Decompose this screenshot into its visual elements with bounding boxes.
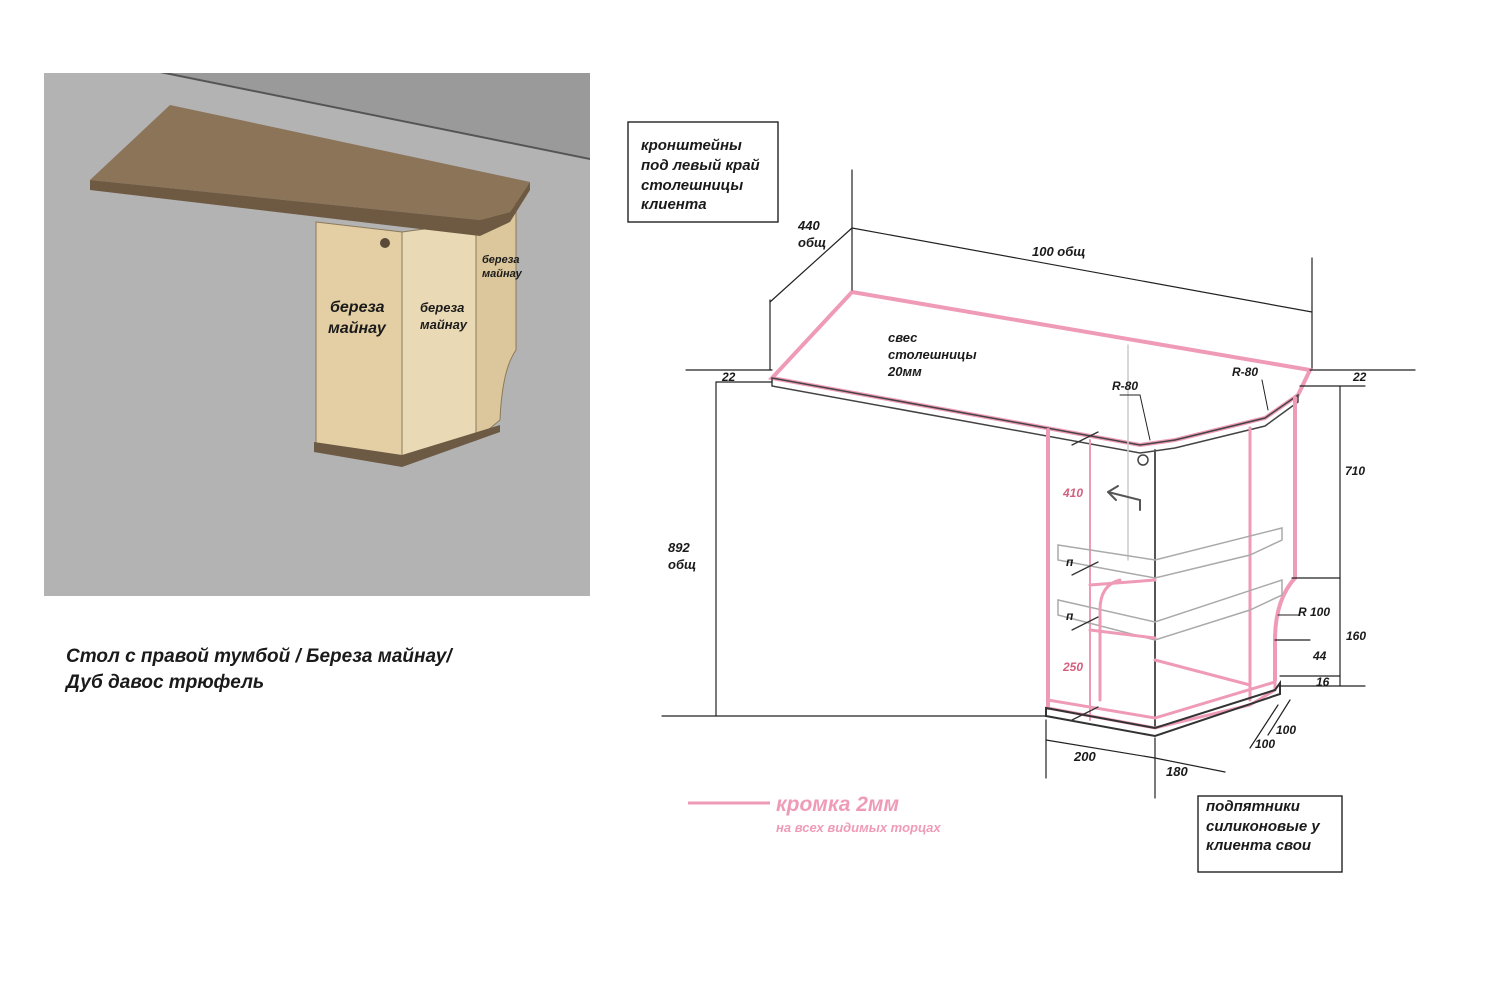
shelf-lower-label: 250 (1062, 660, 1083, 674)
shelf-upper-edge (1088, 578, 1157, 587)
right-panel-label-2: майнау (482, 268, 523, 280)
dim-depth-line (769, 227, 853, 303)
note-brackets-line-4: клиента (641, 196, 707, 213)
cabinet-plinth-line (1045, 679, 1281, 738)
cabinet-cutout-edge (1273, 576, 1297, 682)
tabletop-edge (90, 180, 530, 236)
cabinet-bottom-edge (1046, 679, 1277, 730)
radius-left-label: R-80 (1112, 379, 1138, 393)
cutout-radius-label: R 100 (1298, 605, 1330, 619)
shelf-mark-1: п (1066, 555, 1074, 569)
cabinet-side-panel (401, 221, 477, 463)
note-brackets-line-3: столешницы (641, 177, 743, 194)
dim-depth-value: 440 (797, 218, 820, 233)
caption-line-2: Дуб давос трюфель (64, 672, 264, 693)
top-thickness-left: 22 (721, 370, 736, 384)
shelf-mark-2: п (1066, 609, 1074, 623)
note-feet-line-3: клиента свои (1206, 837, 1311, 854)
radius-right-label: R-80 (1232, 365, 1258, 379)
base-100-b-label: 100 (1255, 737, 1275, 751)
dim-base-180 (1154, 757, 1226, 773)
right-panel-label-1: береза (482, 254, 520, 266)
height-cabinet-label: 710 (1345, 464, 1365, 478)
shelf-lower (1057, 578, 1283, 641)
technical-drawing (661, 169, 1416, 799)
arrow-head-icon (1107, 485, 1119, 501)
height-total-unit: общ (668, 557, 696, 572)
shelf-lower-edge (1098, 578, 1122, 702)
side-panel-label-2: майнау (420, 317, 468, 332)
shelf-lower-front (1088, 628, 1157, 640)
caption-line-1: Стол с правой тумбой / Береза майнау/ (66, 646, 453, 667)
drawing-labels: кронштейны под левый край столешницы кли… (641, 137, 1367, 854)
dim-depth-unit: общ (798, 235, 826, 250)
top-thickness-right: 22 (1352, 370, 1367, 384)
front-panel-label-2: майнау (328, 320, 387, 337)
note-feet-line-2: силиконовые у (1206, 818, 1320, 835)
shelf-upper-label: 410 (1062, 486, 1083, 500)
front-panel-label-1: береза (330, 299, 385, 316)
cutout-height-label: 160 (1346, 629, 1366, 643)
grommet-icon (1137, 454, 1149, 466)
render-wall (44, 73, 590, 158)
arrow-icon (1107, 491, 1141, 511)
dim-width-line (851, 227, 1313, 313)
legend-subtitle: на всех видимых торцах (776, 820, 941, 835)
bottom-inner-edge (1153, 658, 1252, 687)
plinth-44-label: 44 (1312, 649, 1327, 663)
shelf-upper (1057, 527, 1283, 579)
plinth-16-label: 16 (1316, 675, 1330, 689)
height-total-value: 892 (668, 540, 690, 555)
cabinet-plinth (314, 425, 500, 467)
side-panel-label-1: береза (420, 300, 464, 315)
dim-base-100-b (1267, 699, 1291, 736)
tabletop-front-edge (771, 377, 1299, 454)
overhang-line-1: свес (888, 330, 918, 345)
legend-title: кромка 2мм (776, 793, 899, 816)
tabletop-top (90, 105, 530, 220)
note-feet-line-1: подпятники (1206, 798, 1300, 815)
overhang-line-3: 20мм (887, 364, 922, 379)
wire-grommet-icon (380, 238, 390, 248)
tabletop-outline (768, 289, 1313, 448)
tick-shelf-3 (1071, 616, 1099, 631)
radius-leader-right (1261, 379, 1269, 411)
base-200-label: 200 (1073, 749, 1096, 764)
base-180-label: 180 (1166, 764, 1188, 779)
tick-shelf-2 (1071, 561, 1099, 576)
note-brackets-line-1: кронштейны (641, 137, 742, 154)
tick-shelf-4 (1071, 706, 1099, 721)
dim-base-200 (1045, 739, 1156, 759)
dim-width-label: 100 общ (1032, 244, 1085, 259)
cabinet-front-panel (315, 221, 403, 463)
overhang-line-2: столешницы (888, 347, 977, 362)
base-100-a-label: 100 (1276, 723, 1296, 737)
note-feet-box (1197, 795, 1343, 873)
cabinet-right-panel (475, 197, 517, 442)
render-panel: береза майнау береза майнау береза майна… (44, 73, 590, 596)
note-brackets-line-2: под левый край (641, 157, 760, 174)
note-brackets-box (627, 121, 779, 223)
radius-leader-left-2 (1139, 394, 1151, 441)
dim-base-100-a (1249, 704, 1279, 749)
render-wall-edge (160, 73, 590, 160)
tick-shelf-1 (1071, 431, 1099, 446)
